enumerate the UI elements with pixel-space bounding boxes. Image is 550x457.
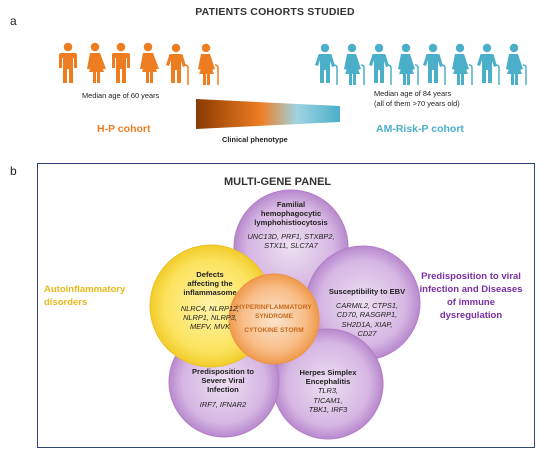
phenotype-gradient-wedge [196,99,340,129]
right-age-note: (all of them >70 years old) [374,99,460,108]
autoinflammatory-label: Autoinflammatory disorders [44,284,126,308]
cohorts-title: PATIENTS COHORTS STUDIED [195,6,355,18]
panel-a-letter: a [10,14,17,28]
panel-b-letter: b [10,164,17,178]
viral-infection-text: Predisposition to Severe Viral Infection… [191,367,255,409]
clinical-phenotype-label: Clinical phenotype [222,135,288,144]
cohort-figures [59,42,526,129]
hse-text: Herpes Simplex Encephalitis TLR3, TICAM1… [299,368,357,414]
hlh-text: Familial hemophagocytic lymphohistiocyto… [247,200,335,250]
hyperinflammatory-text: HYPERINFLAMMATORY SYNDROME CYTOKINE STOR… [236,304,312,335]
right-median-age: Median age of 84 years [374,89,452,98]
left-median-age: Median age of 60 years [82,91,160,100]
ebv-text: Susceptibility to EBV CARMIL2, CTPS1, CD… [328,287,406,338]
hyperinflammatory-core-circle [228,273,320,365]
inflammasome-text: Defects affecting the inflammasome NLRC4… [180,270,240,332]
multi-gene-panel-box [37,163,535,448]
am-risk-p-cohort-label: AM-Risk-P cohort [376,123,464,135]
viral-predisposition-label: Predisposition to viral infection and Di… [419,271,523,321]
hp-cohort-label: H-P cohort [97,123,151,135]
multi-gene-panel-title: MULTI-GENE PANEL [224,176,332,188]
